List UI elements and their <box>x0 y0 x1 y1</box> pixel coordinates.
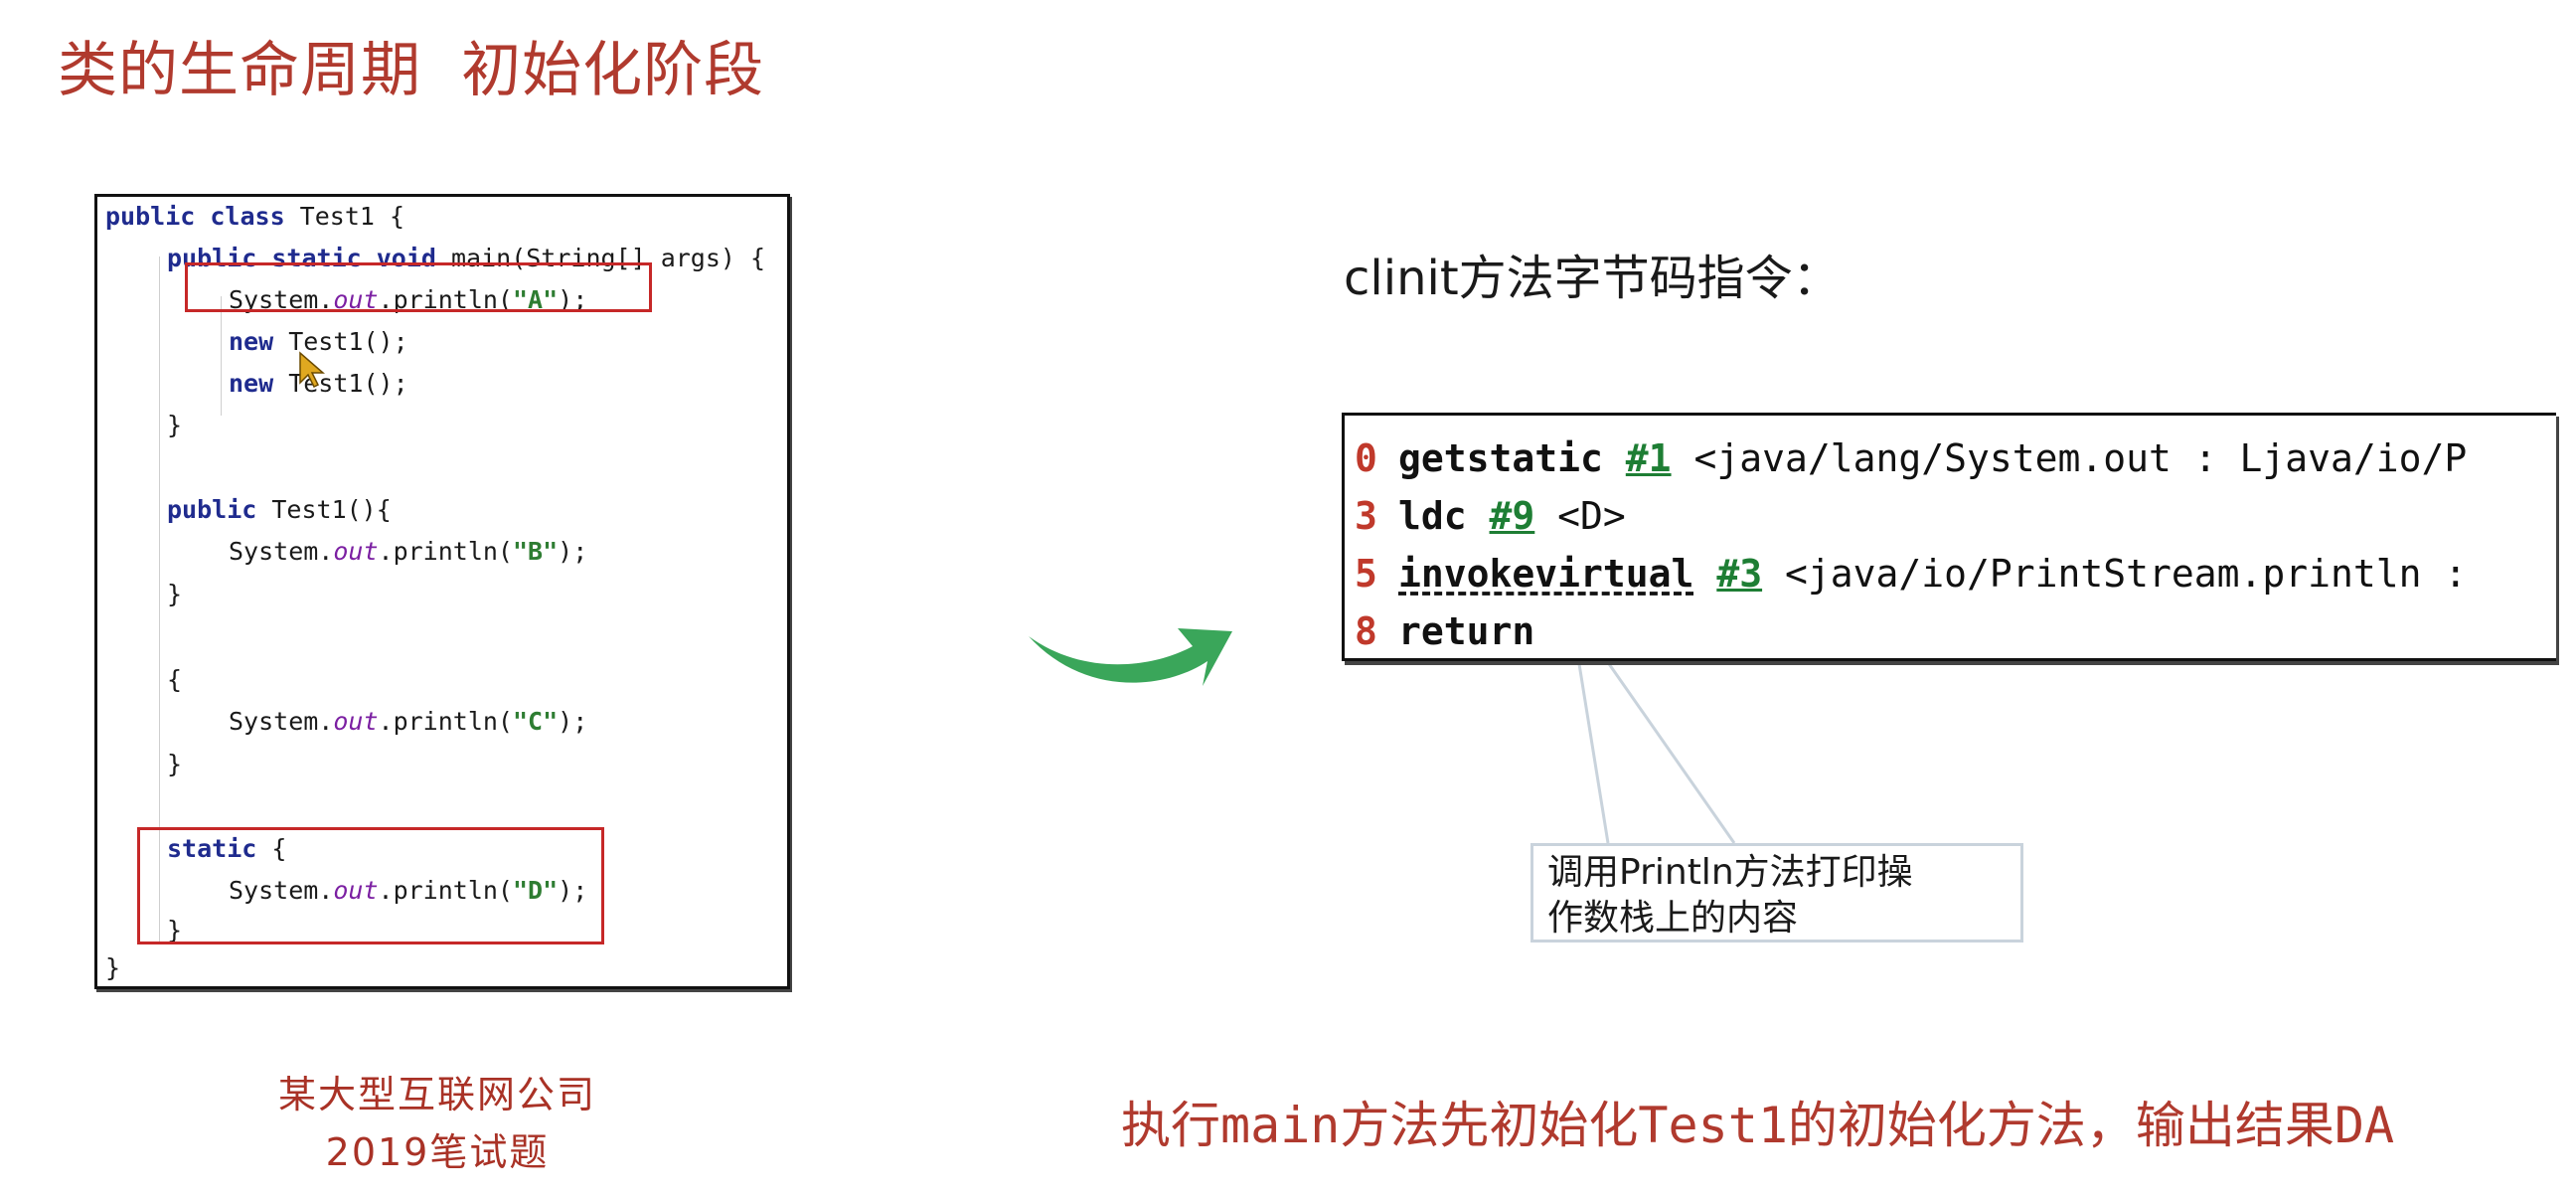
code-line-class: public class Test1 { <box>105 202 405 231</box>
indent-guide <box>159 257 160 942</box>
highlight-static-block <box>137 827 604 944</box>
page-title: 类的生命周期 初始化阶段 <box>58 36 765 105</box>
code-line-close-constructor: } <box>167 580 183 608</box>
code-line-constructor: public Test1(){ <box>167 495 392 524</box>
caption-company: 某大型互联网公司 <box>277 1073 596 1116</box>
highlight-println-a <box>185 262 652 312</box>
code-line-new-2: new Test1(); <box>229 369 408 398</box>
code-line-close-main: } <box>167 411 183 439</box>
code-line-main: public static void main(String[] args) { <box>167 244 766 272</box>
caption-company-exam: 某大型互联网公司 2019笔试题 <box>229 1066 646 1181</box>
code-line-println-c: System.out.println("C"); <box>229 707 588 736</box>
code-line-open-block: { <box>167 665 183 694</box>
code-line-println-b: System.out.println("B"); <box>229 537 588 566</box>
result-caption: 执行main方法先初始化Test1的初始化方法，输出结果DA <box>1121 1097 2395 1154</box>
caption-exam-year: 2019笔试题 <box>325 1130 550 1174</box>
callout-line: 调用Println方法打印操 <box>1547 852 1913 893</box>
indent-guide <box>221 296 222 416</box>
code-line-println-d: System.out.println("D"); <box>229 876 588 905</box>
code-line-new-1: new Test1(); <box>229 327 408 356</box>
code-line-close-block: } <box>167 750 183 778</box>
code-line-close-static: } <box>167 916 183 944</box>
bytecode-subtitle: clinit方法字节码指令： <box>1344 251 1841 306</box>
code-line-static: static { <box>167 834 287 863</box>
callout-line: 作数栈上的内容 <box>1547 898 1799 939</box>
java-code-panel: public class Test1 { public static void … <box>94 194 790 989</box>
green-arrow-icon <box>1029 628 1232 686</box>
code-line-close-class: } <box>105 953 121 982</box>
println-callout: 调用Println方法打印操 作数栈上的内容 <box>1530 843 2023 942</box>
